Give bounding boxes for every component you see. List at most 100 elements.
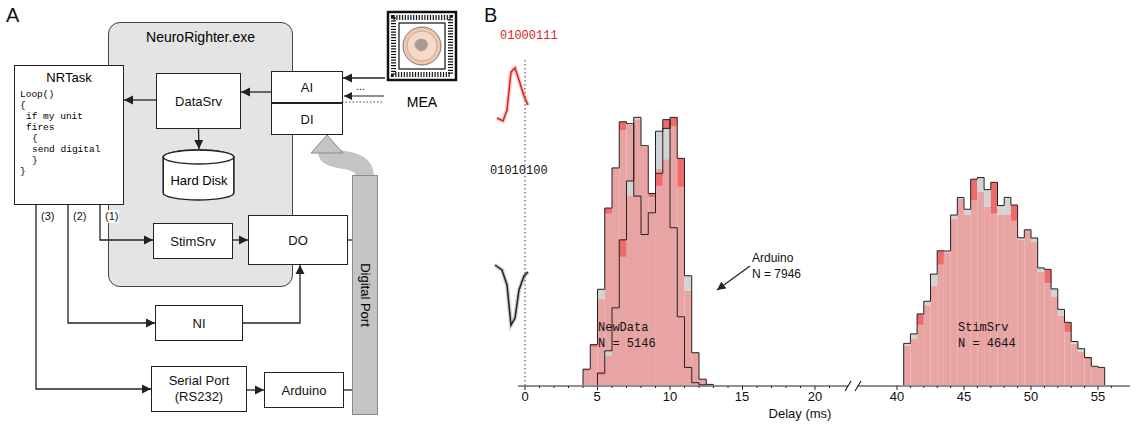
tick-mark	[1004, 386, 1005, 388]
histogram-bar	[1098, 368, 1105, 385]
histogram-bar	[917, 314, 924, 325]
series-label: NewData	[598, 322, 648, 336]
task-panel: NRTaskLoop(){if my unitfires{send digita…	[14, 65, 124, 205]
histogram-bar	[1078, 351, 1085, 385]
histogram-bar	[944, 252, 951, 385]
tick-mark	[684, 386, 685, 388]
histogram-bar	[924, 301, 931, 305]
histogram-bar	[964, 209, 971, 214]
histogram-bar	[619, 257, 626, 385]
histogram-bar	[937, 265, 944, 385]
histogram-bar	[1018, 239, 1025, 385]
histogram-bar	[1004, 197, 1011, 214]
code-line: send digital	[32, 144, 100, 155]
histogram-bar	[677, 187, 684, 385]
histogram-bar	[931, 285, 938, 385]
histogram-bar	[1051, 296, 1058, 385]
tick-mark	[1071, 386, 1072, 388]
node-label: StimSrv	[170, 234, 216, 249]
histogram-bar	[656, 131, 663, 169]
mea-dish: MEA	[385, 10, 459, 110]
histogram-bar	[619, 240, 626, 257]
tick-mark	[626, 386, 627, 388]
node-label: DO	[288, 233, 308, 248]
device-box: Arduino	[264, 372, 344, 408]
histogram-bar	[998, 215, 1005, 385]
disk-cylinder: Hard Disk	[162, 149, 235, 201]
histogram-bar	[627, 196, 634, 385]
histogram-bar	[1044, 283, 1051, 385]
tick-mark	[757, 386, 758, 388]
node-label: NRTask	[46, 70, 91, 85]
histograms	[583, 117, 1105, 385]
histogram-bar	[627, 181, 634, 196]
tick-label: 5	[593, 390, 600, 405]
tick-mark	[910, 386, 911, 388]
process-box: StimSrv	[153, 223, 233, 259]
histogram-bar	[656, 186, 663, 385]
histogram-bar	[971, 201, 978, 385]
tick-mark	[539, 386, 540, 388]
tick-label: 45	[957, 390, 971, 405]
histogram-bar	[677, 158, 684, 187]
series-count: N = 7946	[752, 268, 801, 282]
ellipsis: ...	[355, 80, 366, 93]
histogram-bar	[663, 128, 670, 159]
tick-mark	[713, 386, 714, 388]
node-label: DI	[301, 112, 314, 127]
port-arrow-head	[311, 135, 343, 153]
tick-label: 55	[1091, 390, 1105, 405]
connector	[68, 205, 155, 323]
tick-label: 20	[808, 390, 822, 405]
tick-mark	[699, 386, 700, 388]
tick-mark	[583, 386, 584, 388]
spike-waveform	[495, 68, 528, 325]
tick-mark	[786, 386, 787, 388]
node-label: NI	[193, 316, 206, 331]
node-label: MEA	[385, 94, 459, 110]
port-box: AI	[271, 71, 343, 103]
histogram-bar	[1031, 238, 1038, 242]
series-count: N = 4644	[958, 338, 1016, 352]
histogram-bar	[977, 192, 984, 385]
tick-label: 50	[1024, 390, 1038, 405]
histogram-bar	[931, 274, 938, 285]
tick-mark	[1017, 386, 1018, 388]
callout-number: (1)	[104, 210, 119, 223]
histogram-bar	[1011, 221, 1018, 385]
histogram-bar	[648, 197, 655, 385]
histogram-bar	[605, 208, 612, 214]
histogram-bar	[656, 173, 663, 186]
histogram-bar	[1065, 332, 1072, 385]
histogram-bar	[1058, 309, 1065, 316]
histogram-bar	[984, 190, 991, 207]
histogram-bar	[1058, 316, 1065, 385]
code-line: }	[32, 155, 38, 166]
histogram-bar	[924, 305, 931, 385]
histogram-bar	[670, 126, 677, 385]
callout-number: (2)	[72, 210, 87, 223]
connector	[243, 265, 300, 323]
tick-mark	[923, 386, 924, 388]
histogram-bar	[685, 291, 692, 385]
leader-arrow	[717, 266, 750, 290]
tick-mark	[977, 386, 978, 388]
histogram-bar	[1044, 269, 1051, 283]
histogram-bar	[1038, 272, 1045, 385]
tick-label: 0	[521, 390, 528, 405]
zero-line	[525, 60, 526, 385]
bit-code: 01000111	[500, 30, 558, 44]
histogram-outline	[598, 117, 714, 385]
histogram-bar	[951, 219, 958, 385]
node-label: Hard Disk	[170, 173, 227, 188]
histogram-bar	[1051, 289, 1058, 297]
histogram-bar	[590, 347, 597, 385]
tick-mark	[1084, 386, 1085, 388]
histogram-bar	[1085, 359, 1092, 385]
histogram-bar	[951, 215, 958, 219]
histogram-bar	[699, 380, 706, 385]
histogram-bar	[605, 214, 612, 385]
connector	[343, 77, 385, 78]
